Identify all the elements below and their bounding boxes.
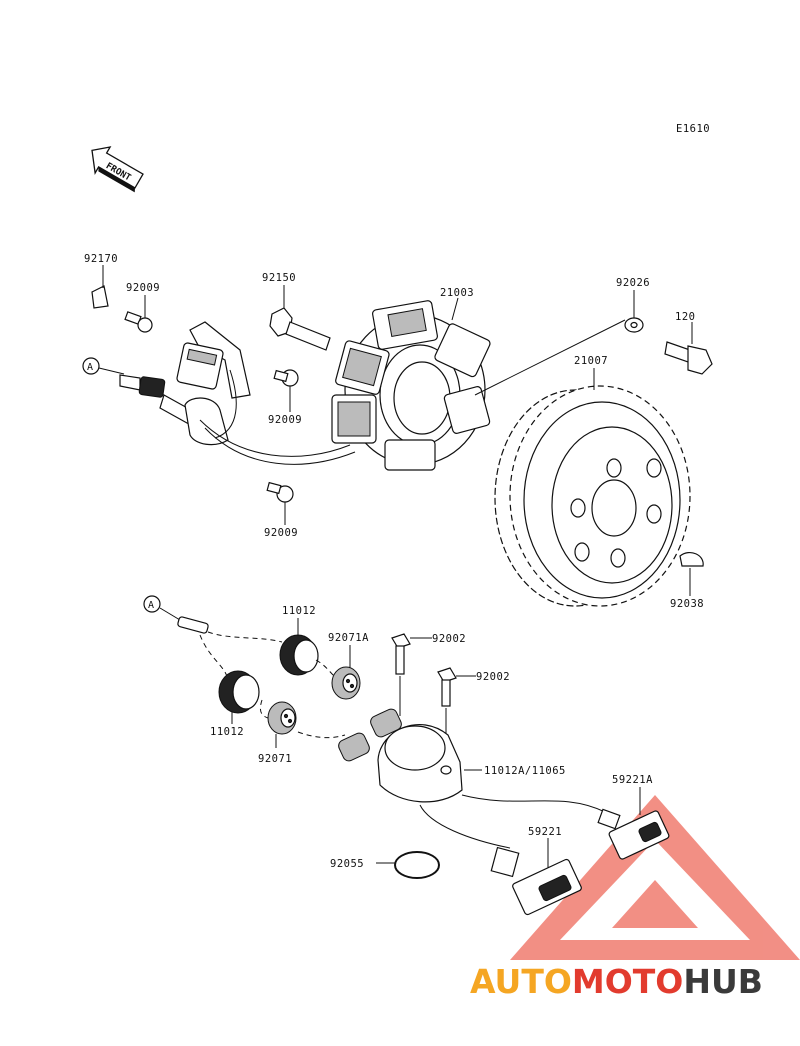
label-92150: 92150 xyxy=(262,272,296,284)
label-120: 120 xyxy=(675,311,695,323)
wire-terminal xyxy=(177,616,283,681)
grommet-92071 xyxy=(259,699,346,748)
label-11012-upper: 11012 xyxy=(282,605,316,617)
watermark-text: AUTOMOTOHUB xyxy=(470,962,763,1001)
bolt-92002-lower xyxy=(437,667,476,740)
part-92170 xyxy=(91,265,109,309)
label-21007: 21007 xyxy=(574,355,608,367)
part-92026-washer xyxy=(474,290,644,396)
diagram-code: E1610 xyxy=(676,123,710,135)
label-92038: 92038 xyxy=(670,598,704,610)
label-11012A-11065: 11012A/11065 xyxy=(484,765,566,777)
part-92150-bolt xyxy=(269,285,331,351)
connector-59221 xyxy=(490,838,582,916)
grommet-92071A xyxy=(315,645,361,700)
watermark-logo xyxy=(510,795,800,960)
label-92026: 92026 xyxy=(616,277,650,289)
label-92002-lower: 92002 xyxy=(476,671,510,683)
ref-marker-a-bottom: A xyxy=(143,595,181,621)
oring-92055 xyxy=(376,851,440,879)
stator-wire-harness xyxy=(119,369,356,465)
label-92071: 92071 xyxy=(258,753,292,765)
bolt-92002-upper xyxy=(391,633,432,716)
label-92002-upper: 92002 xyxy=(432,633,466,645)
part-92009-screw-middle xyxy=(273,369,299,412)
svg-text:A: A xyxy=(87,362,93,373)
label-59221: 59221 xyxy=(528,826,562,838)
label-21003: 21003 xyxy=(440,287,474,299)
part-92038-key xyxy=(679,552,704,596)
part-92009-screw-top xyxy=(124,295,153,333)
label-92071A: 92071A xyxy=(328,632,369,644)
label-92009-middle: 92009 xyxy=(268,414,302,426)
label-11012-lower: 11012 xyxy=(210,726,244,738)
stator-21003 xyxy=(331,297,491,471)
pickup-coil-bracket xyxy=(176,321,251,399)
part-120-bolt xyxy=(664,322,713,375)
cap-11012-lower xyxy=(218,670,260,724)
front-arrow-icon: FRONT xyxy=(91,146,144,193)
label-92009-top: 92009 xyxy=(126,282,160,294)
flywheel-rotor-21007 xyxy=(494,368,691,607)
cover-11012A xyxy=(338,708,606,849)
label-92170: 92170 xyxy=(84,253,118,265)
ref-marker-a-top: A xyxy=(82,357,125,375)
label-92055: 92055 xyxy=(330,858,364,870)
label-59221A: 59221A xyxy=(612,774,653,786)
part-92009-screw-bottom xyxy=(266,481,294,525)
label-92009-bottom: 92009 xyxy=(264,527,298,539)
connector-59221A xyxy=(597,787,670,860)
cap-11012-upper xyxy=(279,618,319,676)
svg-text:A: A xyxy=(148,600,154,611)
